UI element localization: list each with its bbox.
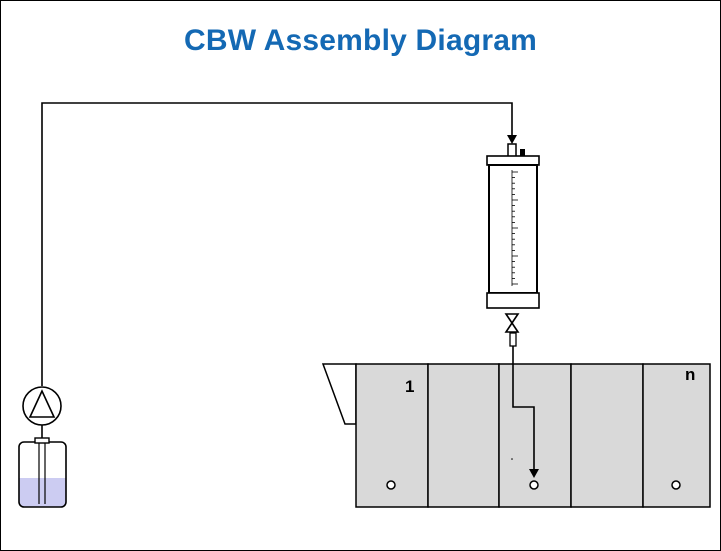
- multi-compartment-tank: [355, 363, 711, 508]
- reservoir-liquid: [19, 478, 66, 507]
- tank-spout: [321, 363, 357, 425]
- column-bottom-cap: [486, 292, 540, 309]
- diagram-title: CBW Assembly Diagram: [184, 24, 537, 57]
- column-scale: [511, 170, 518, 286]
- tank-compartment-2: [427, 363, 500, 508]
- column-inlet-fitting: [507, 143, 517, 158]
- tank-label-first: 1: [405, 377, 414, 396]
- drain-hole-1: [386, 480, 396, 490]
- valve-icon: [504, 313, 520, 333]
- tank-label-last: n: [685, 365, 695, 384]
- column-body: [488, 164, 538, 294]
- reservoir-cap: [34, 437, 50, 444]
- marker-dot: [511, 458, 513, 460]
- outlet-arrow-icon: [529, 469, 539, 478]
- column-vent: [520, 149, 525, 156]
- inlet-arrow-icon: [507, 135, 517, 144]
- pump-triangle: [28, 389, 56, 418]
- column-top-cap: [486, 155, 540, 166]
- tank-compartment-4: [570, 363, 644, 508]
- outlet-tubing: [512, 346, 535, 470]
- drain-hole-3: [529, 480, 539, 490]
- column-outlet-fitting: [509, 332, 517, 347]
- reservoir-bottle: [18, 425, 67, 508]
- feed-tubing: [41, 102, 513, 386]
- drain-hole-n: [671, 480, 681, 490]
